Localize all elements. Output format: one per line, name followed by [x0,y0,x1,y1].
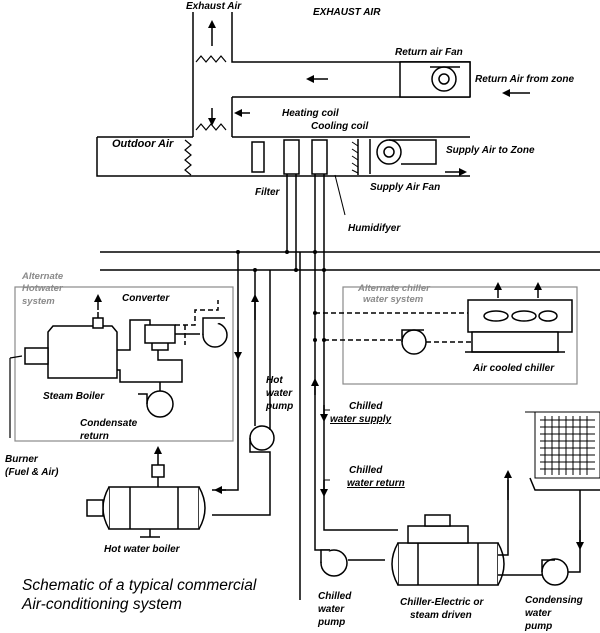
label-alternate-chiller-2: water system [363,294,424,305]
label-exhaust-air-header: EXHAUST AIR [313,7,381,18]
condensate-pump [138,382,174,418]
converter-pump [202,317,228,348]
label-cooling-coil: Cooling coil [311,121,368,132]
header-joints [236,250,326,342]
chilled-water-arrows [311,378,328,497]
hot-water-piping [212,252,271,516]
filter-element [251,141,265,173]
cooling-coil-box [311,139,328,175]
alternate-hotwater-frame [14,286,234,442]
alternate-chiller-pump [401,329,427,355]
condensing-water-pump-unit [541,555,581,586]
label-supply-air-to-zone: Supply Air to Zone [446,145,535,156]
label-chiller-2: steam driven [410,610,472,621]
caption-line-2: Air-conditioning system [21,596,182,613]
label-chilled-water-return-2: water return [347,478,405,489]
label-condensate-1: Condensate [80,418,138,429]
label-condensing-pump-2: water [525,608,552,619]
label-humidifyer: Humidifyer [348,223,401,234]
burner-leader [9,355,23,438]
humidifier [351,139,359,175]
air-cooled-chiller-unit [465,299,573,353]
label-chiller-1: Chiller-Electric or [400,597,484,608]
label-alternate-chiller-1: Alternate chiller [357,283,431,294]
dampers [184,55,227,176]
label-burner-2: (Fuel & Air) [5,467,59,478]
converter-unit [129,300,219,351]
label-condensing-pump-1: Condensing [525,595,583,606]
supply-air-fan [369,139,437,174]
label-chilled-water-return-1: Chilled [349,465,383,476]
chiller-unit [391,514,505,586]
coils [251,139,328,175]
label-filter: Filter [255,187,281,198]
label-chilled-pump-2: water [318,604,345,615]
condenser-arrows [504,470,584,550]
label-chilled-water-supply-2: water supply [330,414,392,425]
label-alternate-hotwater-3: system [22,296,55,307]
hot-water-boiler-unit [86,464,206,538]
label-alternate-hotwater-1: Alternate [21,271,64,282]
label-chilled-water-supply-1: Chilled [349,401,383,412]
air-flow-arrows [208,20,530,176]
condenser-water-piping [498,480,581,576]
label-condensing-pump-3: pump [524,621,552,632]
return-air-fan [399,61,471,98]
labels: Exhaust Air EXHAUST AIR Return air Fan R… [5,1,583,632]
label-heating-coil: Heating coil [282,108,339,119]
chiller-fan-arrows [494,282,542,298]
label-alternate-hotwater-2: Hotwater [22,283,64,294]
label-chilled-pump-1: Chilled [318,591,352,602]
label-return-air-fan: Return air Fan [395,47,463,58]
label-exhaust-air-duct: Exhaust Air [186,1,242,12]
steam-boiler-unit [24,312,183,383]
label-burner-1: Burner [5,454,39,465]
leader-lines [324,174,346,481]
alternate-chiller-piping [315,312,472,343]
headers [100,174,600,271]
cooling-tower-unit [525,411,600,491]
hot-water-arrows [94,294,259,494]
heating-coil-box [283,139,300,175]
label-hot-water-pump-2: water [266,388,293,399]
label-supply-air-fan: Supply Air Fan [370,182,440,193]
label-chilled-pump-3: pump [317,617,345,628]
chilled-water-pump-unit [320,549,348,577]
label-steam-boiler: Steam Boiler [43,391,105,402]
alternate-chiller-frame [342,286,578,385]
label-condensate-2: return [80,431,109,442]
hot-water-pump-unit [249,415,275,460]
label-return-air-from-zone: Return Air from zone [475,74,575,85]
label-hot-water-boiler: Hot water boiler [104,544,181,555]
label-hot-water-pump-3: pump [265,401,293,412]
label-hot-water-pump-1: Hot [266,375,283,386]
caption-line-1: Schematic of a typical commercial [22,577,257,594]
label-converter: Converter [122,293,170,304]
label-outdoor-air: Outdoor Air [112,138,174,150]
label-air-cooled-chiller: Air cooled chiller [472,363,555,374]
